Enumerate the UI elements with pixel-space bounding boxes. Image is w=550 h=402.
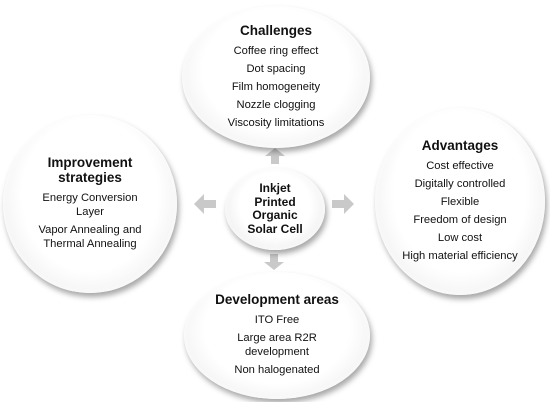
improvement-strategies-bubble: Improvement strategies Energy Conversion… xyxy=(3,115,177,293)
challenge-item: Dot spacing xyxy=(246,62,306,75)
arrow-down-icon xyxy=(264,254,284,270)
challenge-item: Coffee ring effect xyxy=(233,44,319,57)
challenge-item: Viscosity limitations xyxy=(227,116,325,129)
arrow-up-icon xyxy=(265,148,285,164)
advantage-item: Freedom of design xyxy=(413,214,507,226)
center-title: Inkjet Printed Organic Solar Cell xyxy=(247,181,303,236)
challenge-item: Nozzle clogging xyxy=(236,98,316,111)
development-item: Non halogenated xyxy=(234,364,320,376)
advantages-title: Advantages xyxy=(421,138,499,153)
challenge-item: Film homogeneity xyxy=(231,80,321,93)
development-item: Large area R2R development xyxy=(237,332,317,358)
development-title: Development areas xyxy=(215,292,339,307)
improvement-title: Improvement strategies xyxy=(47,155,133,185)
advantage-item: Low cost xyxy=(437,232,483,244)
improvement-item: Vapor Annealing and Thermal Annealing xyxy=(38,224,142,250)
advantage-item: Cost effective xyxy=(426,160,494,172)
arrow-right-icon xyxy=(332,194,354,214)
development-item: ITO Free xyxy=(254,314,300,326)
challenges-title: Challenges xyxy=(239,22,313,38)
development-areas-bubble: Development areas ITO Free Large area R2… xyxy=(184,272,370,399)
advantage-item: Flexible xyxy=(440,196,480,208)
improvement-item: Energy Conversion Layer xyxy=(42,192,138,218)
center-bubble: Inkjet Printed Organic Solar Cell xyxy=(225,168,325,250)
arrow-left-icon xyxy=(194,194,216,214)
advantage-item: Digitally controlled xyxy=(414,178,506,190)
advantage-item: High material efficiency xyxy=(402,250,518,262)
challenges-bubble: Challenges Coffee ring effect Dot spacin… xyxy=(182,6,370,148)
advantages-bubble: Advantages Cost effective Digitally cont… xyxy=(375,108,545,295)
